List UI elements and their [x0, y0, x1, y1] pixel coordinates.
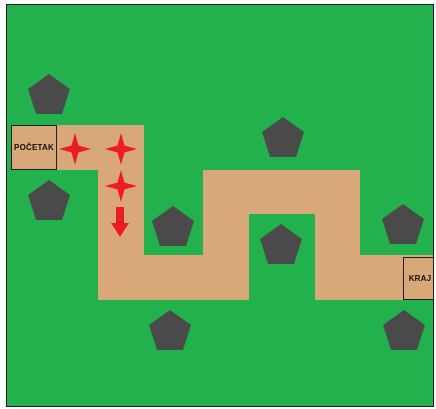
- rock-icon: [149, 310, 191, 350]
- game-board[interactable]: POČETAK KRAJ: [6, 4, 434, 407]
- down-arrow-icon: [111, 207, 129, 237]
- star-marker-icon: [105, 170, 137, 202]
- rock-icon: [28, 180, 70, 220]
- star-marker-icon: [59, 133, 91, 165]
- end-label: KRAJ: [409, 274, 432, 283]
- start-label: POČETAK: [14, 143, 54, 152]
- rock-icon: [382, 204, 424, 244]
- rock-icon: [28, 74, 70, 114]
- rock-icon: [152, 206, 194, 246]
- rock-icon: [262, 117, 304, 157]
- rock-icon: [260, 224, 302, 264]
- rock-icon: [383, 310, 425, 350]
- start-box[interactable]: POČETAK: [11, 125, 57, 170]
- star-marker-icon: [105, 133, 137, 165]
- end-box[interactable]: KRAJ: [403, 257, 434, 300]
